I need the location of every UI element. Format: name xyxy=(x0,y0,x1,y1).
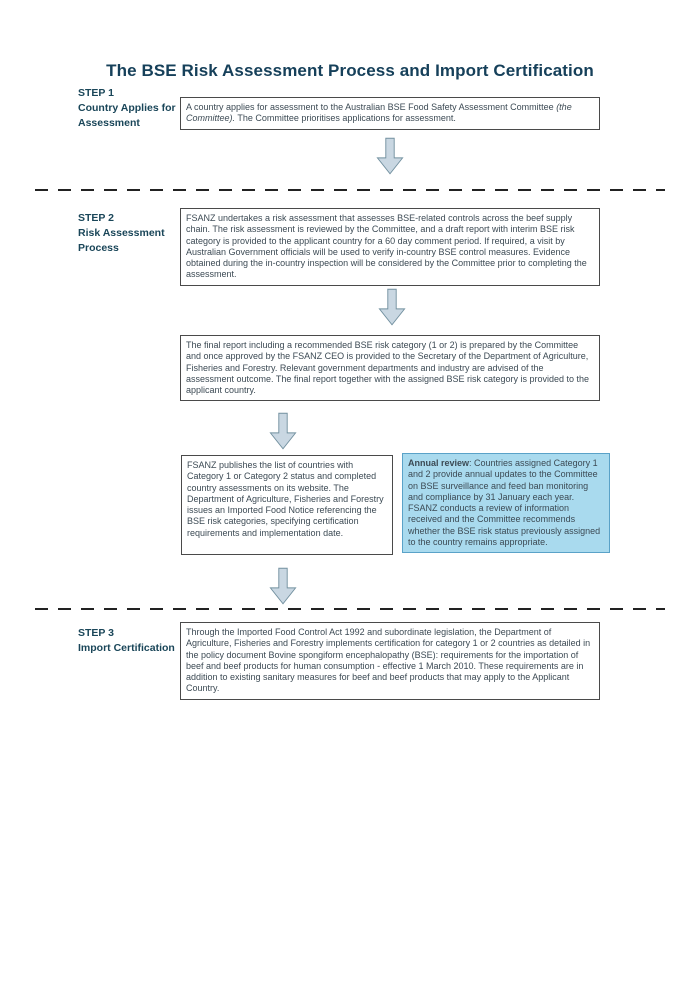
step-1-number: STEP 1 xyxy=(78,87,114,99)
step-2-name: Risk Assessment Process xyxy=(78,226,165,254)
phase-divider xyxy=(35,189,665,191)
import-certification-box: Through the Imported Food Control Act 19… xyxy=(180,622,600,700)
final-report-box: The final report including a recommended… xyxy=(180,335,600,402)
step-1-label: STEP 1 Country Applies for Assessment xyxy=(78,86,184,131)
step-1-name: Country Applies for Assessment xyxy=(78,101,176,129)
risk-assessment-box: FSANZ undertakes a risk assessment that … xyxy=(180,208,600,286)
application-text-pre: A country applies for assessment to the … xyxy=(186,102,557,112)
publication-box: FSANZ publishes the list of countries wi… xyxy=(181,455,393,555)
down-arrow-icon xyxy=(376,137,404,175)
phase-divider xyxy=(35,608,665,610)
page-title: The BSE Risk Assessment Process and Impo… xyxy=(106,61,594,80)
annual-review-box: Annual review: Countries assigned Catego… xyxy=(402,453,610,553)
down-arrow-icon xyxy=(269,412,297,450)
step-2-label: STEP 2 Risk Assessment Process xyxy=(78,211,184,256)
step-2-number: STEP 2 xyxy=(78,212,114,224)
down-arrow-icon xyxy=(378,288,406,326)
step-3-name: Import Certification xyxy=(78,641,175,654)
annual-review-text: : Countries assigned Category 1 and 2 pr… xyxy=(408,458,601,547)
step-3-label: STEP 3 Import Certification xyxy=(78,626,184,656)
annual-review-heading: Annual review xyxy=(408,458,470,468)
application-text-italic: (the Committee). xyxy=(186,102,572,124)
application-text-post: The Committee prioritises applications f… xyxy=(235,113,456,124)
step-3-number: STEP 3 xyxy=(78,627,114,639)
down-arrow-icon xyxy=(269,567,297,605)
step-1-application-box: A country applies for assessment to the … xyxy=(180,97,600,130)
